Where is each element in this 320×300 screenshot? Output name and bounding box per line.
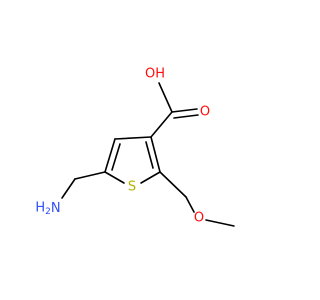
bond-c-o-double-2 xyxy=(173,114,199,119)
carbonyl-oxygen-label: O xyxy=(200,105,210,120)
hydroxyl-label: OH xyxy=(145,67,165,82)
ether-oxygen-label: O xyxy=(194,211,204,226)
structure-canvas: OH O S O H2N xyxy=(35,66,235,227)
bond-ring-c3-c4 xyxy=(114,136,152,140)
bond-ch2-n xyxy=(61,178,76,199)
bond-ring-c3-c2 xyxy=(150,136,161,173)
bond-ring-s-c2 xyxy=(140,171,161,184)
bond-ring-c4-c5-inner xyxy=(111,143,121,171)
molecule-structure: OH O S O H2N xyxy=(35,67,235,227)
atom-labels: OH O S O H2N xyxy=(35,67,210,226)
bond-ring-c3-cooh xyxy=(150,111,173,138)
bonds xyxy=(61,82,235,227)
bond-c-oh xyxy=(158,82,173,113)
ring-sulfur-label: S xyxy=(128,180,136,195)
bond-ch2-o xyxy=(185,196,195,213)
bond-ring-c4-c5 xyxy=(104,138,116,173)
bond-ring-c2-c3-inner xyxy=(145,141,154,169)
bond-ring-c5-s xyxy=(104,171,125,184)
bond-c5-ch2 xyxy=(74,171,106,180)
bond-c-o-double-1 xyxy=(171,108,198,113)
bond-c2-ch2 xyxy=(159,171,187,198)
bond-o-ch3 xyxy=(205,219,235,227)
amine-label: H2N xyxy=(35,201,60,217)
